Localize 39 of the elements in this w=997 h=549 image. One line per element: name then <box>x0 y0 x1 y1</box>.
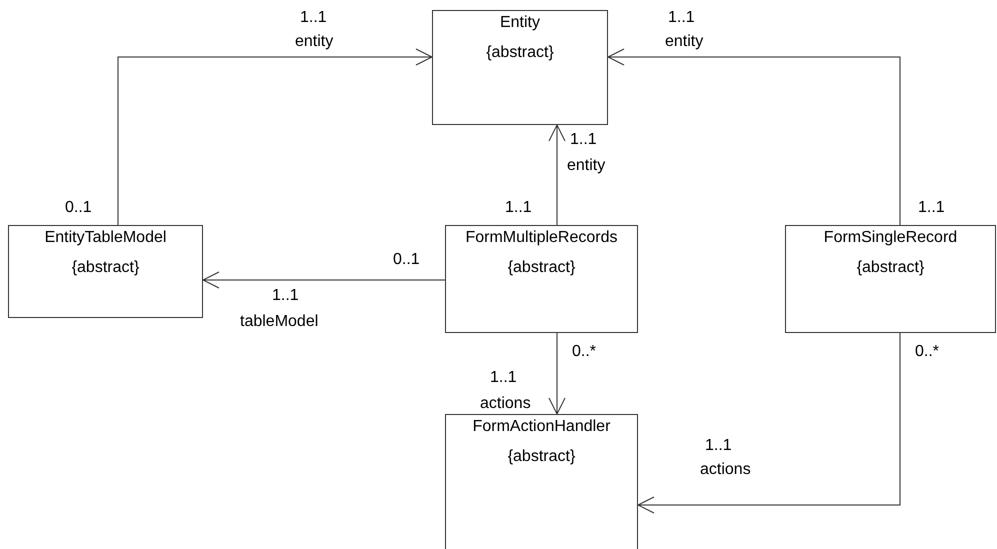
stereotype-text: {abstract} <box>508 258 576 278</box>
class-name: Entity <box>500 13 540 33</box>
class-name: EntityTableModel <box>44 228 166 248</box>
multiplicity-label: actions <box>700 460 751 480</box>
class-box <box>445 414 638 549</box>
stereotype-text: {abstract} <box>508 447 576 467</box>
association-arrow <box>548 124 566 226</box>
association-arrow <box>638 332 900 514</box>
class-box <box>432 10 608 125</box>
multiplicity-label: 1..1 <box>490 368 517 388</box>
multiplicity-label: 1..1 <box>918 198 945 218</box>
multiplicity-label: entity <box>665 32 704 52</box>
multiplicity-label: tableModel <box>240 312 318 332</box>
multiplicity-label: 0..* <box>572 342 596 362</box>
multiplicity-label: 0..1 <box>65 198 92 218</box>
stereotype-text: {abstract} <box>72 258 140 278</box>
class-box <box>8 225 203 318</box>
association-arrow <box>548 332 566 414</box>
class-box <box>785 225 996 333</box>
stereotype-text: {abstract} <box>856 258 924 278</box>
multiplicity-label: 0..1 <box>393 250 420 270</box>
multiplicity-label: entity <box>567 156 606 176</box>
multiplicity-label: 1..1 <box>705 436 732 456</box>
multiplicity-label: actions <box>480 394 531 414</box>
multiplicity-label: 1..1 <box>668 8 695 28</box>
multiplicity-label: 1..1 <box>570 130 597 150</box>
class-box <box>445 225 638 333</box>
class-name: FormSingleRecord <box>824 228 958 248</box>
multiplicity-label: 1..1 <box>272 286 299 306</box>
multiplicity-label: entity <box>295 32 334 52</box>
association-arrow <box>118 48 432 226</box>
multiplicity-label: 1..1 <box>300 8 327 28</box>
association-arrow <box>608 48 900 226</box>
association-arrow <box>202 272 446 288</box>
stereotype-text: {abstract} <box>486 43 554 63</box>
multiplicity-label: 0..* <box>915 342 940 362</box>
multiplicity-label: 1..1 <box>505 198 532 218</box>
class-name: FormActionHandler <box>472 417 610 437</box>
class-name: FormMultipleRecords <box>465 228 618 248</box>
